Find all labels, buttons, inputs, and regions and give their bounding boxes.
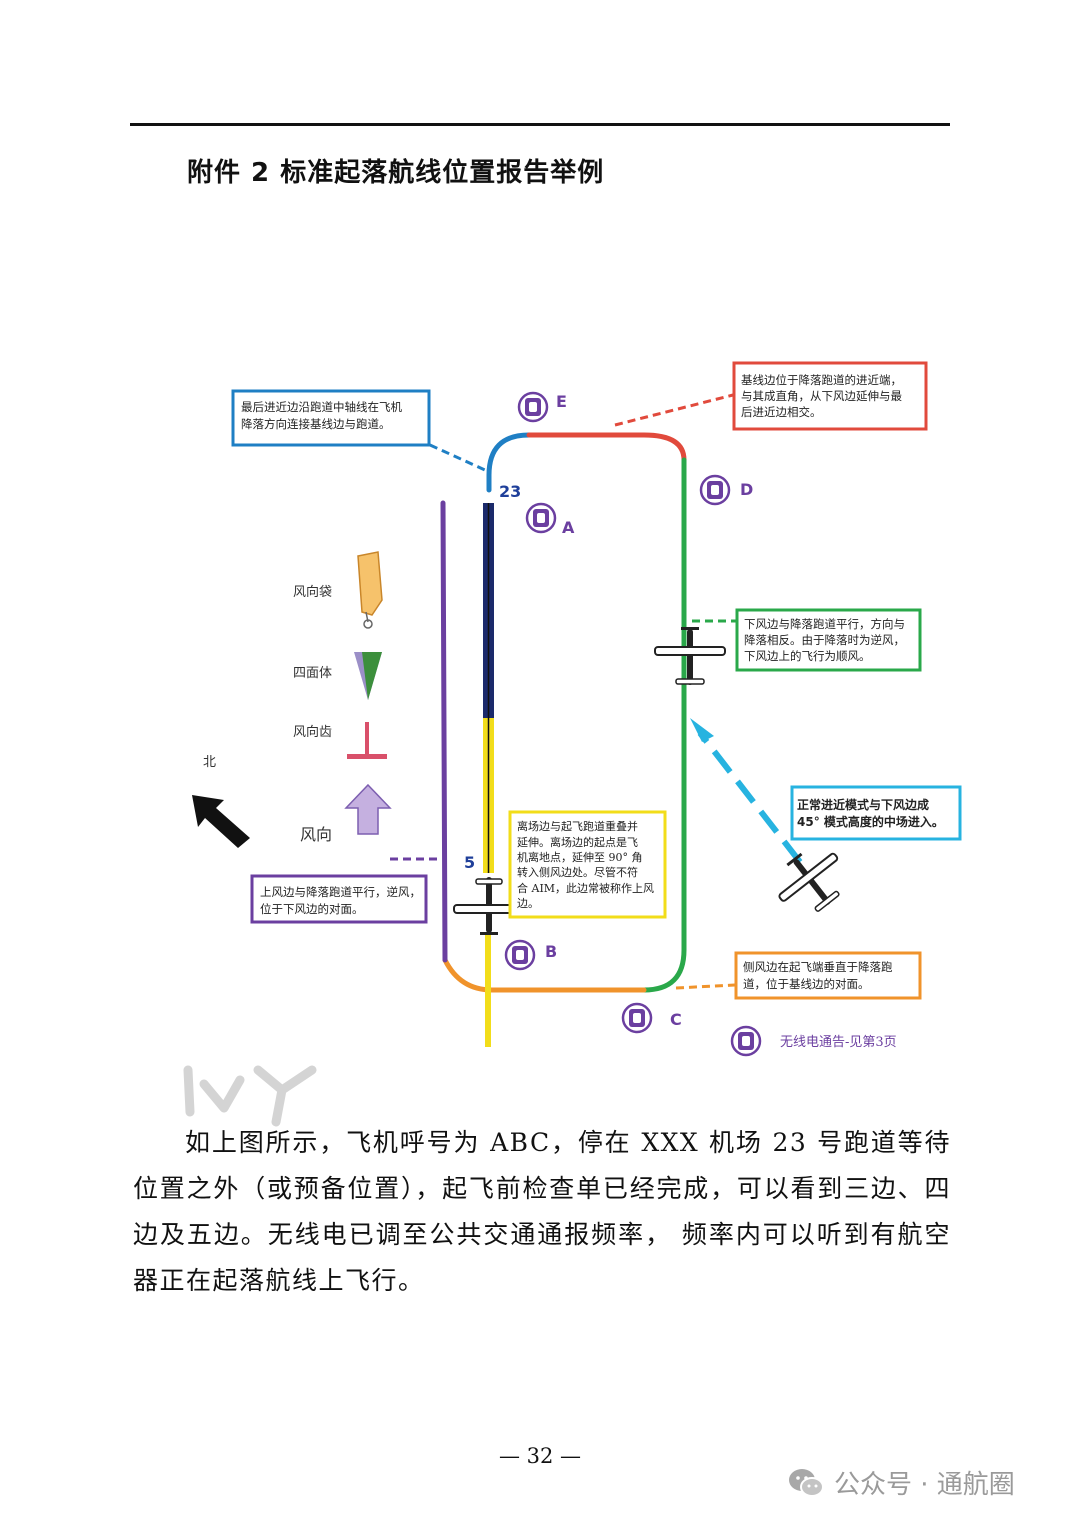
faded-stamp-mark [183, 1065, 317, 1127]
final-callout-line: 最后进近边沿跑道中轴线在飞机 [241, 400, 402, 414]
entry-callout-line: 正常进近模式与下风边成 [797, 797, 929, 812]
point-E-label: E [556, 392, 567, 411]
runway-number-23: 23 [499, 482, 521, 501]
north-label: 北 [203, 755, 216, 770]
point-C: C [621, 1002, 682, 1034]
radio-note: 无线电通告-见第3页 [730, 1025, 897, 1057]
base-callout: 基线边位于降落跑道的进近端， 与其成直角，从下风边延伸与最 后进近边相交。 [732, 361, 928, 431]
runway-number-5: 5 [464, 853, 475, 872]
tetrahedron-label: 四面体 [293, 666, 332, 681]
final-callout: 最后进近边沿跑道中轴线在飞机 降落方向连接基线边与跑道。 [231, 389, 431, 447]
svg-text:下风边与降落跑道平行，方向与 降落相反。由于降落: 下风边与降落跑道平行，方向与 降落相反。由于降落时为逆风， 下风边上的飞行为顺风… [744, 617, 909, 663]
entry-callout-line: 45° 模式高度的中场进入。 [797, 814, 944, 829]
crosswind-callout-line: 道，位于基线边的对面。 [743, 977, 870, 991]
entry-callout: 正常进近模式与下风边成 45° 模式高度的中场进入。 [790, 785, 962, 841]
downwind-leg [641, 457, 687, 993]
point-A-label: A [562, 518, 575, 537]
svg-text:最后进近边沿跑道中轴线在飞机 降落方向连接基线边: 最后进近边沿跑道中轴线在飞机 降落方向连接基线边与跑道。 [241, 400, 406, 431]
wind-direction-label: 风向 [300, 825, 332, 844]
crosswind-callout: 侧风边在起飞端垂直于降落跑 道，位于基线边的对面。 [734, 951, 922, 1000]
base-callout-line: 与其成直角，从下风边延伸与最 [741, 389, 902, 403]
entry-arrow-head [690, 718, 714, 742]
point-D: D [699, 474, 753, 506]
windsock-label: 风向袋 [293, 584, 332, 600]
point-D-label: D [740, 480, 753, 499]
body-text: 如上图所示，飞机呼号为 ABC，停在 XXX 机场 23 号跑道等待位置之外（或… [133, 1120, 951, 1304]
traffic-pattern-diagram: 23 5 E D A B C 无线电通告-见第3页 风向袋 [192, 361, 962, 1057]
body-paragraph: 如上图所示，飞机呼号为 ABC，停在 XXX 机场 23 号跑道等待位置之外（或… [133, 1128, 951, 1295]
entry-leg [697, 731, 803, 864]
crosswind-leg [442, 957, 647, 993]
svg-text:正常进近模式与下风边成 45° 模式高度的中场进: 正常进近模式与下风边成 45° 模式高度的中场进入。 [797, 797, 944, 829]
departure-callout-line: 转入侧风边处。尽管不符 [517, 865, 638, 879]
final-callout-line: 降落方向连接基线边与跑道。 [241, 417, 391, 431]
downwind-callout-line: 下风边上的飞行为顺风。 [744, 649, 871, 663]
svg-text:基线边位于降落跑道的进近端， 与其成直角，从下风: 基线边位于降落跑道的进近端， 与其成直角，从下风边延伸与最 后进近边相交。 [741, 373, 906, 419]
final-leg [486, 432, 532, 493]
windsock-icon [357, 551, 383, 629]
crosswind-leader [675, 983, 736, 990]
watermark: 公众号 · 通航圈 [786, 1462, 1015, 1502]
departure-callout-line: 机离地点，延伸至 90° 角 [517, 850, 643, 864]
wind-direction-arrow-icon [344, 783, 392, 835]
page-heading: 附件 2 标准起落航线位置报告举例 [187, 158, 605, 188]
upwind-callout: 上风边与降落跑道平行，逆风， 位于下风边的对面。 [250, 874, 428, 924]
wind-tee-label: 风向齿 [293, 724, 332, 740]
watermark-text: 公众号 · 通航圈 [834, 1469, 1015, 1500]
departure-callout-line: 边。 [517, 897, 539, 910]
aircraft-departure-icon [453, 877, 525, 935]
point-C-label: C [670, 1010, 682, 1029]
north-arrow-icon [192, 795, 250, 848]
final-leader [429, 443, 486, 472]
aircraft-entry-icon [778, 852, 840, 912]
svg-text:上风边与降落跑道平行，逆风， 位于下风边的对面。: 上风边与降落跑道平行，逆风， 位于下风边的对面。 [260, 885, 425, 916]
base-callout-line: 后进近边相交。 [741, 405, 822, 419]
base-leg [526, 432, 687, 463]
downwind-callout-line: 下风边与降落跑道平行，方向与 [744, 617, 905, 631]
departure-callout: 离场边与起飞跑道重叠并 延伸。离场边的起点是飞 机离地点，延伸至 90° 角 转… [508, 810, 667, 919]
departure-callout-line: 离场边与起飞跑道重叠并 [517, 819, 638, 833]
point-E: E [517, 391, 567, 423]
base-leader [614, 393, 734, 427]
downwind-callout: 下风边与降落跑道平行，方向与 降落相反。由于降落时为逆风， 下风边上的飞行为顺风… [735, 608, 922, 672]
upwind-callout-line: 位于下风边的对面。 [260, 902, 364, 916]
wechat-icon [789, 1469, 824, 1497]
tetrahedron-icon [354, 652, 382, 700]
departure-callout-line: 延伸。离场边的起点是飞 [517, 835, 638, 849]
page-number: — 32 — [498, 1444, 582, 1468]
svg-text:侧风边在起飞端垂直于降落跑 道，位于基线边的对面: 侧风边在起飞端垂直于降落跑 道，位于基线边的对面。 [743, 960, 896, 991]
point-B-label: B [545, 942, 557, 961]
crosswind-callout-line: 侧风边在起飞端垂直于降落跑 [743, 960, 893, 974]
svg-text:离场边与起飞跑道重叠并 延伸。离场边的起点是飞: 离场边与起飞跑道重叠并 延伸。离场边的起点是飞 机离地点，延伸至 90° 角 转… [517, 819, 658, 910]
point-B: B [504, 939, 557, 971]
point-A: A [525, 502, 575, 537]
wind-tee-icon [347, 722, 387, 759]
top-rule [130, 123, 950, 126]
aircraft-downwind-icon [654, 627, 726, 685]
downwind-callout-line: 降落相反。由于降落时为逆风， [744, 633, 905, 647]
upwind-callout-line: 上风边与降落跑道平行，逆风， [260, 885, 421, 899]
base-callout-line: 基线边位于降落跑道的进近端， [741, 373, 902, 387]
radio-note-text: 无线电通告-见第3页 [780, 1035, 897, 1050]
upwind-leg [440, 500, 448, 963]
departure-callout-line: 合 AIM，此边常被称作上风 [517, 881, 654, 895]
